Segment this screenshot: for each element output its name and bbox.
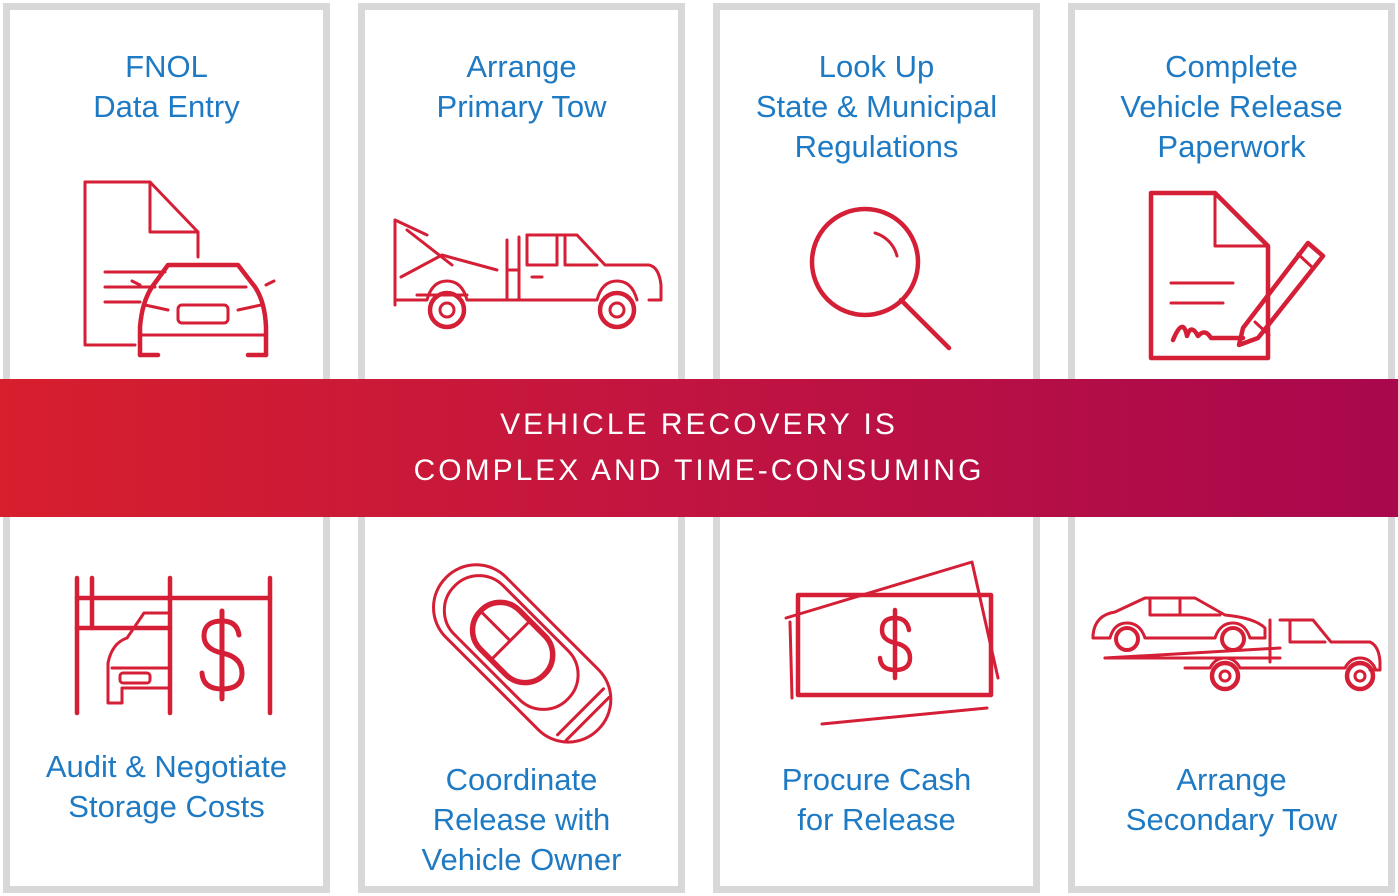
label-fnol: FNOL Data Entry	[93, 49, 240, 124]
banner: VEHICLE RECOVERY IS COMPLEX AND TIME-CON…	[0, 379, 1398, 517]
tow-truck-icon	[387, 215, 667, 335]
label-audit-storage: Audit & Negotiate Storage Costs	[45, 749, 288, 824]
label-regulations: Look Up State & Municipal Regulations	[755, 49, 998, 164]
label-secondary-tow: Arrange Secondary Tow	[1125, 762, 1338, 837]
flatbed-tow-truck-icon	[1085, 590, 1385, 700]
banner-line-1: VEHICLE RECOVERY IS	[500, 408, 898, 441]
car-key-fob-icon	[432, 563, 618, 750]
storage-garage-dollar-icon	[72, 573, 282, 718]
label-procure-cash: Procure Cash for Release	[781, 762, 972, 837]
label-coordinate-release: Coordinate Release with Vehicle Owner	[421, 762, 622, 877]
label-paperwork: Complete Vehicle Release Paperwork	[1120, 49, 1343, 164]
document-car-icon	[80, 177, 276, 362]
banner-line-2: COMPLEX AND TIME-CONSUMING	[413, 454, 985, 487]
document-pen-icon	[1143, 188, 1333, 368]
magnifier-icon	[803, 200, 963, 360]
label-primary-tow: Arrange Primary Tow	[436, 49, 607, 124]
cash-bills-icon	[782, 558, 1002, 733]
